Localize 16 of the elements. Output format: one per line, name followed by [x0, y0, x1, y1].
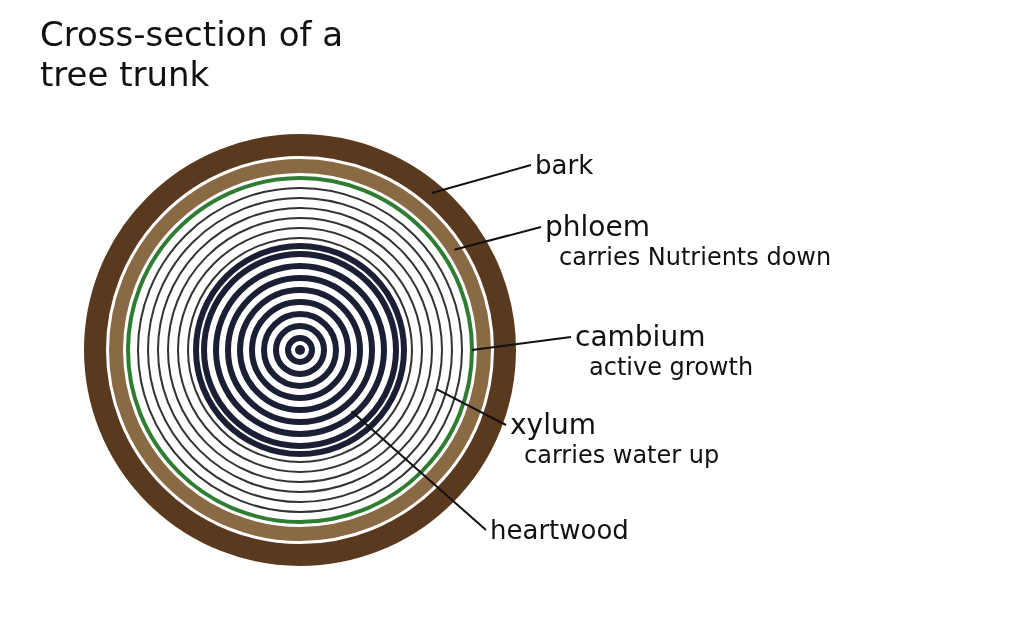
title: Cross-section of a tree trunk: [40, 14, 345, 94]
part-description: carries water up: [523, 440, 720, 470]
leader-line: [350, 410, 487, 531]
leader-line: [435, 388, 507, 426]
part-label: xylum: [510, 410, 597, 440]
heartwood-rings: [193, 243, 407, 457]
leader-line: [471, 336, 572, 351]
part-label: heartwood: [490, 515, 629, 545]
part-description: carries Nutrients down: [558, 242, 832, 272]
part-label: bark: [535, 150, 594, 180]
leader-line: [430, 164, 532, 194]
phloem-ring: [109, 159, 491, 541]
part-label: phloem: [545, 212, 651, 242]
part-label: cambium: [575, 322, 707, 352]
leader-line: [453, 226, 542, 251]
part-description: active growth: [588, 352, 754, 382]
